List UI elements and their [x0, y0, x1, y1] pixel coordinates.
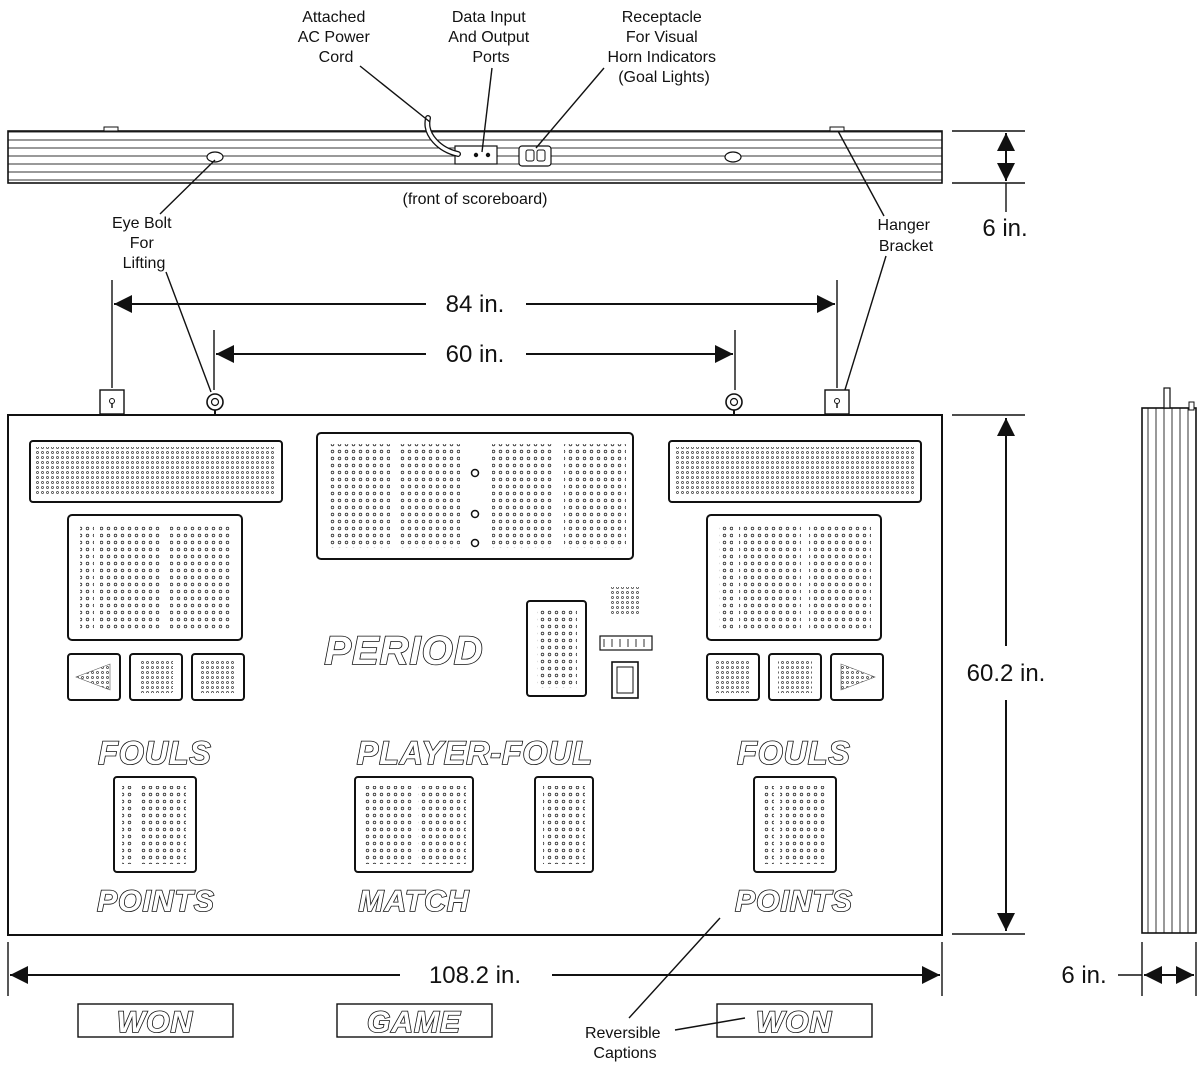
svg-text:WON: WON [756, 1006, 833, 1039]
caption-player-foul: PLAYER-FOUL [357, 735, 593, 771]
caption-match: MATCH [358, 885, 469, 918]
eye-bolt-top-right [724, 151, 742, 163]
dim-top-depth: 6 in. [982, 215, 1027, 242]
callout-hanger-bracket: Hanger Bracket [878, 217, 935, 255]
callout-reversible-captions: Reversible Captions [585, 1025, 665, 1062]
side-view-housing [1141, 407, 1197, 934]
caption-points-right: POINTS [735, 885, 853, 918]
dim-side-depth: 6 in. [1061, 962, 1106, 989]
callout-data-ports: Data Input And Output Ports [448, 9, 533, 66]
reversible-caption-middle [336, 1003, 493, 1038]
front-of-scoreboard-note: (front of scoreboard) [403, 191, 548, 208]
caption-points-left: POINTS [97, 885, 215, 918]
callout-receptacle: Receptacle For Visual Horn Indicators (G… [608, 9, 721, 86]
dim-hanger-span: 84 in. [446, 291, 505, 318]
receptacle-outlet [518, 145, 552, 167]
hanger-bracket-left [99, 389, 125, 415]
callout-eye-bolt: Eye Bolt For Lifting [112, 215, 176, 272]
reversible-caption-right [716, 1003, 873, 1038]
svg-text:WON: WON [117, 1006, 194, 1039]
reversible-caption-left [77, 1003, 234, 1038]
callout-power-cord: Attached AC Power Cord [298, 9, 374, 66]
eye-bolt-top-left [206, 151, 224, 163]
dim-width: 108.2 in. [429, 962, 521, 989]
width-dimension: 108.2 in. [7, 942, 943, 996]
hanger-tab-left [103, 126, 119, 132]
hanger-bracket-right [824, 389, 850, 415]
dim-eyebolt-span: 60 in. [446, 341, 505, 368]
front-view: PERIOD FOULS PLAYER-FOUL FOULS POINTS MA… [7, 389, 943, 936]
horn-speaker-icon [610, 587, 640, 615]
hanger-tab-right [829, 126, 845, 132]
caption-fouls-left: FOULS [98, 735, 211, 771]
reversible-captions: WON GAME WON Reversible Captions [77, 917, 873, 1062]
dim-height: 60.2 in. [967, 660, 1046, 687]
caption-period: PERIOD [324, 629, 483, 673]
side-view: 6 in. [1061, 387, 1197, 996]
top-view: Attached AC Power Cord Data Input And Ou… [7, 9, 1028, 394]
svg-text:GAME: GAME [367, 1006, 461, 1039]
caption-fouls-right: FOULS [737, 735, 850, 771]
height-dimension: 60.2 in. [952, 414, 1046, 935]
span-dimensions: 84 in. 60 in. [111, 280, 838, 390]
